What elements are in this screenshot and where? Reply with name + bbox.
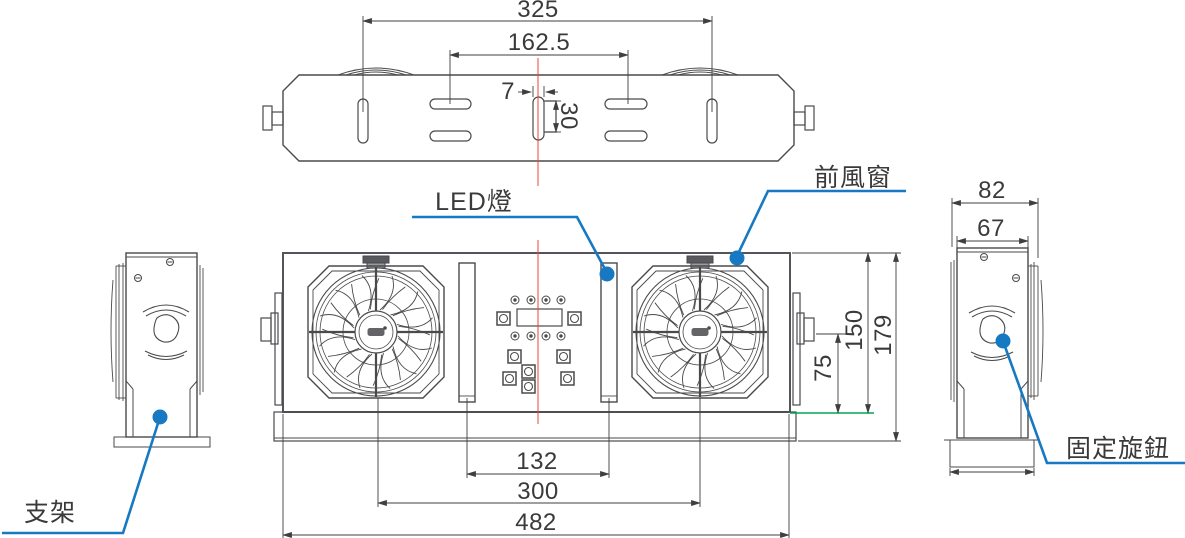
dim-body-depth: 67 [977, 215, 1005, 242]
right-bracket-body [956, 247, 1029, 439]
dim-slot-span: 162.5 [507, 29, 571, 56]
leader-fixing-knob [1001, 340, 1185, 465]
dim-overall-width: 482 [515, 509, 557, 536]
leader-dot-led [599, 266, 615, 282]
front-view-dimensions [282, 252, 901, 538]
top-view-dimensions [362, 16, 713, 133]
right-view-screws [980, 253, 1020, 282]
leader-dot-fixing-knob [995, 333, 1011, 349]
side-mount-knobs [260, 292, 815, 406]
dim-mount-span: 325 [517, 0, 559, 23]
left-view-grille-edge [110, 263, 204, 401]
label-front-window: 前風窗 [813, 164, 893, 192]
callout-leaders [2, 189, 1185, 535]
left-bracket-base [113, 380, 211, 448]
top-side-bolts [262, 105, 815, 131]
top-view [262, 16, 815, 186]
dim-tab-height: 30 [555, 102, 582, 130]
panel-display [516, 308, 563, 327]
label-led-light: LED燈 [435, 188, 513, 216]
left-bracket-body [125, 252, 198, 438]
fan-right [630, 254, 770, 400]
leader-front-window [735, 189, 906, 257]
dim-overall-height: 179 [870, 314, 897, 356]
label-fixing-knob: 固定旋鈕 [1065, 435, 1171, 463]
bottom-bar [273, 411, 797, 442]
leader-bracket [2, 416, 162, 535]
dim-body-height: 150 [841, 309, 868, 351]
top-plate-outline [282, 74, 795, 162]
dim-knob-to-base: 75 [810, 354, 837, 382]
side-view-dimensions [949, 198, 1039, 476]
leader-led [412, 215, 608, 272]
left-view-screws [134, 258, 174, 282]
led-bar-left [458, 262, 476, 403]
dim-overall-depth: 82 [978, 177, 1006, 204]
right-bracket-view [944, 198, 1044, 476]
control-panel [496, 295, 582, 394]
right-view-window-edge [950, 260, 955, 402]
right-view-grille-edge [1028, 262, 1044, 400]
dim-led-bar-spacing: 132 [516, 448, 558, 475]
right-bracket-base [944, 380, 1040, 468]
front-view [260, 240, 901, 538]
left-knob-cutout [142, 304, 190, 361]
dim-fan-spacing: 300 [517, 478, 559, 505]
fan-top-bumps [337, 67, 739, 76]
leader-dot-bracket [152, 409, 168, 425]
dim-tab-width: 7 [501, 78, 515, 105]
led-bar-right [600, 262, 618, 403]
fan-left [306, 254, 446, 400]
leader-dot-front-window [729, 250, 745, 266]
left-bracket-view [110, 252, 211, 448]
label-bracket: 支架 [23, 499, 77, 527]
